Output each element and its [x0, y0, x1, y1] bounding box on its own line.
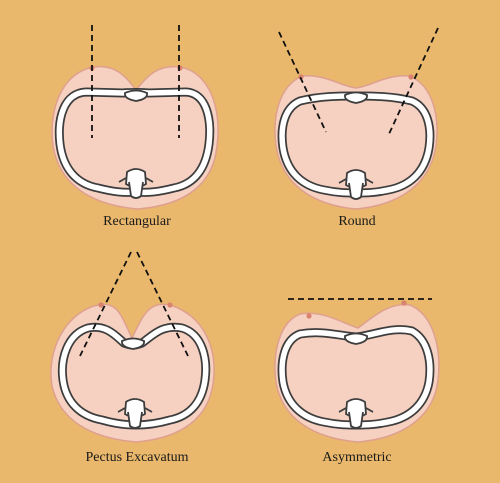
nipple-right: [167, 302, 173, 308]
panel-pectus-excavatum: [50, 251, 215, 443]
torso-skin-pectus-excavatum: [50, 303, 215, 443]
nipple-left: [306, 313, 312, 319]
nipple-right: [408, 74, 414, 80]
panel-rectangular: [51, 25, 219, 210]
guide-line-left: [278, 31, 327, 133]
panel-label-round: Round: [338, 214, 376, 229]
nipple-right: [401, 300, 407, 306]
torso-skin-rectangular: [51, 65, 219, 210]
panel-round: [274, 27, 439, 210]
sternum: [124, 89, 148, 102]
sternum: [344, 91, 368, 104]
panel-label-rectangular: Rectangular: [103, 214, 171, 229]
torso-skin-asymmetric: [274, 303, 440, 443]
panel-label-pectus-excavatum: Pectus Excavatum: [85, 450, 189, 465]
sternum: [344, 332, 368, 345]
sternum: [121, 337, 145, 350]
panel-label-asymmetric: Asymmetric: [322, 450, 392, 465]
panel-asymmetric: [274, 298, 440, 443]
nipple-left: [98, 302, 104, 308]
